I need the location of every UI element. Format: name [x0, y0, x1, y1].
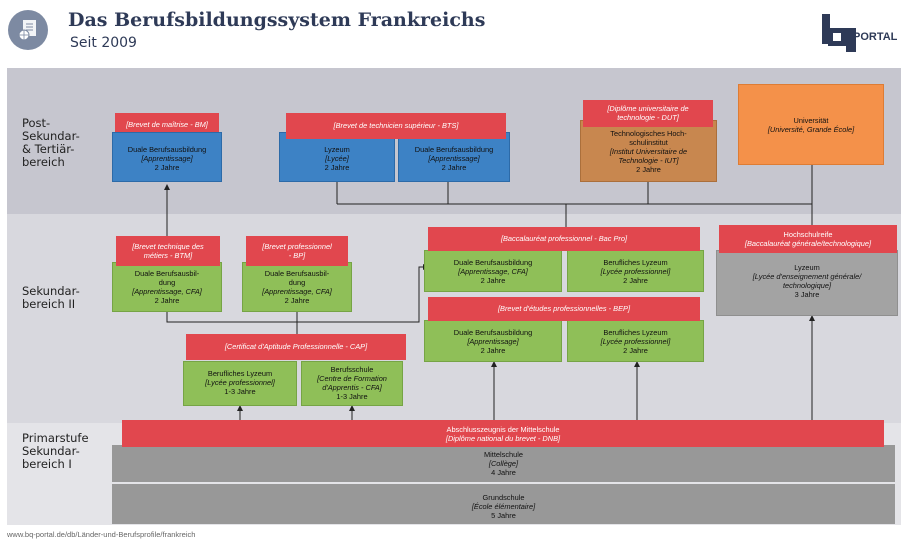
bq-portal-logo [822, 14, 856, 52]
bacpro-title: [Baccalauréat professionnel - Bac Pro] [428, 227, 700, 251]
bts-lyzeum-line3: 2 Jahre [324, 163, 350, 172]
cap-berufsschule-line1: Berufsschule [330, 365, 374, 374]
dnb-bar: Abschlusszeugnis der Mittelschule [Diplô… [122, 420, 884, 447]
bp-title-line1: [Brevet professionnel [262, 242, 332, 251]
mittelschule-line3: 4 Jahre [491, 468, 516, 477]
bts-lyzeum-line1: Lyzeum [324, 145, 350, 154]
lyzeum-general-line3: technologique] [782, 281, 832, 290]
source-footer: www.bq-portal.de/db/Länder-und-Berufspro… [7, 530, 196, 539]
level-label-prim: Primarstufe Sekundar- bereich I [22, 431, 89, 471]
dut-title: [Diplôme universitaire de technologie - … [583, 100, 713, 127]
cap-lyzeum-box: Berufliches Lyzeum [Lycée professionnel]… [183, 361, 297, 406]
dut-line3: [Institut Universitaire de [609, 147, 688, 156]
btm-title-line1: [Brevet technique des [132, 242, 204, 251]
bacpro-lyzeum-line2: [Lycée professionnel] [600, 267, 671, 276]
bacpro-dual-line2: [Apprentissage, CFA] [458, 267, 528, 276]
cap-berufsschule-line4: 1-3 Jahre [336, 392, 368, 401]
cap-berufsschule-line2: [Centre de Formation [317, 374, 387, 383]
bm-line3: 2 Jahre [154, 163, 180, 172]
dut-line5: 2 Jahre [636, 165, 661, 174]
level-label-post: Post- Sekundar- & Tertiär- bereich [22, 116, 80, 169]
grundschule-line1: Grundschule [482, 493, 525, 502]
bts-lyzeum-box: Lyzeum [Lycée] 2 Jahre [279, 132, 395, 182]
bts-dual-line3: 2 Jahre [441, 163, 467, 172]
header-icon [8, 10, 48, 50]
bacpro-lyzeum-box: Berufliches Lyzeum [Lycée professionnel]… [567, 250, 704, 292]
cap-lyzeum-line1: Berufliches Lyzeum [207, 369, 273, 378]
bep-title: [Brevet d'études professionnelles - BEP] [428, 297, 700, 321]
btm-line3: [Apprentissage, CFA] [132, 287, 202, 296]
universitaet-line1: Universität [793, 116, 829, 125]
bts-dual-box: Duale Berufsausbildung [Apprentissage] 2… [398, 132, 510, 182]
logo-text: PORTAL [853, 31, 898, 43]
cap-lyzeum-line3: 1-3 Jahre [224, 387, 256, 396]
grundschule-line2: [École élémentaire] [471, 502, 536, 511]
dut-line1: Technologisches Hoch- [610, 129, 687, 138]
btm-line1: Duale Berufsausbil- [134, 269, 200, 278]
bep-dual-line2: [Apprentissage] [467, 337, 519, 346]
cap-title: [Certificat d'Aptitude Professionnelle -… [186, 334, 406, 360]
bacpro-dual-line1: Duale Berufsausbildung [453, 258, 533, 267]
btm-title-line2: métiers - BTM] [143, 251, 193, 260]
dut-line4: Technologie - IUT] [618, 156, 679, 165]
bm-box: Duale Berufsausbildung [Apprentissage] 2… [112, 132, 222, 182]
dut-title-line1: [Diplôme universitaire de [607, 104, 689, 113]
lyzeum-general-box: Lyzeum [Lycée d'enseignement générale/ t… [716, 250, 898, 316]
hochschulreife-title-line2: [Baccalauréat générale/technologique] [744, 239, 872, 248]
lyzeum-general-line4: 3 Jahre [794, 290, 820, 299]
page-subtitle: Seit 2009 [70, 35, 137, 51]
bep-dual-line1: Duale Berufsausbildung [453, 328, 533, 337]
lyzeum-general-line2: [Lycée d'enseignement générale/ [752, 272, 862, 281]
universitaet-line2: [Université, Grande École] [767, 125, 855, 134]
btm-line4: 2 Jahre [154, 296, 180, 305]
bp-box: Duale Berufsausbil- dung [Apprentissage,… [242, 262, 352, 312]
mittelschule-line2: [Collège] [488, 459, 519, 468]
mittelschule-box: Mittelschule [Collège] 4 Jahre [112, 445, 895, 482]
bm-line2: [Apprentissage] [141, 154, 193, 163]
bp-title: [Brevet professionnel - BP] [246, 236, 348, 266]
hochschulreife-title-line1: Hochschulreife [783, 230, 833, 239]
dut-box: Technologisches Hoch- schulinstitut [Ins… [580, 120, 717, 182]
dut-title-line2: technologie - DUT] [617, 113, 679, 122]
bacpro-dual-box: Duale Berufsausbildung [Apprentissage, C… [424, 250, 562, 292]
grundschule-line3: 5 Jahre [491, 511, 516, 520]
bacpro-dual-line3: 2 Jahre [480, 276, 506, 285]
level-label-sek2: Sekundar- bereich II [22, 284, 80, 311]
bep-dual-box: Duale Berufsausbildung [Apprentissage] 2… [424, 320, 562, 362]
bts-lyzeum-line2: [Lycée] [325, 154, 349, 163]
bp-line2: dung [288, 278, 306, 287]
bp-line1: Duale Berufsausbil- [264, 269, 330, 278]
page-title: Das Berufsbildungssystem Frankreichs [68, 9, 486, 31]
dnb-line2: [Diplôme national du brevet - DNB] [445, 434, 561, 443]
bts-title: [Brevet de technicien supérieur - BTS] [286, 113, 506, 139]
bacpro-lyzeum-line1: Berufliches Lyzeum [603, 258, 668, 267]
cap-lyzeum-line2: [Lycée professionnel] [205, 378, 275, 387]
bep-lyzeum-line3: 2 Jahre [623, 346, 648, 355]
universitaet-box: Universität [Université, Grande École] [738, 84, 884, 165]
bep-lyzeum-line2: [Lycée professionnel] [600, 337, 671, 346]
bep-lyzeum-box: Berufliches Lyzeum [Lycée professionnel]… [567, 320, 704, 362]
bep-lyzeum-line1: Berufliches Lyzeum [603, 328, 668, 337]
bm-line1: Duale Berufsausbildung [127, 145, 207, 154]
bep-dual-line3: 2 Jahre [480, 346, 506, 355]
dnb-line1: Abschlusszeugnis der Mittelschule [446, 425, 560, 434]
mittelschule-line1: Mittelschule [483, 450, 524, 459]
grundschule-box: Grundschule [École élémentaire] 5 Jahre [112, 484, 895, 524]
btm-title: [Brevet technique des métiers - BTM] [116, 236, 220, 266]
bacpro-lyzeum-line3: 2 Jahre [623, 276, 648, 285]
btm-box: Duale Berufsausbil- dung [Apprentissage,… [112, 262, 222, 312]
bp-title-line2: - BP] [288, 251, 306, 260]
cap-berufsschule-line3: d'Apprentis - CFA] [322, 383, 382, 392]
btm-line2: dung [158, 278, 176, 287]
dut-line2: schulinstitut [629, 138, 668, 147]
bp-line4: 2 Jahre [284, 296, 310, 305]
lyzeum-general-line1: Lyzeum [794, 263, 820, 272]
bts-dual-line1: Duale Berufsausbildung [414, 145, 494, 154]
bp-line3: [Apprentissage, CFA] [262, 287, 332, 296]
cap-berufsschule-box: Berufsschule [Centre de Formation d'Appr… [301, 361, 403, 406]
book-globe-icon [18, 20, 36, 41]
bts-dual-line2: [Apprentissage] [428, 154, 480, 163]
hochschulreife-title: Hochschulreife [Baccalauréat générale/te… [719, 225, 897, 253]
